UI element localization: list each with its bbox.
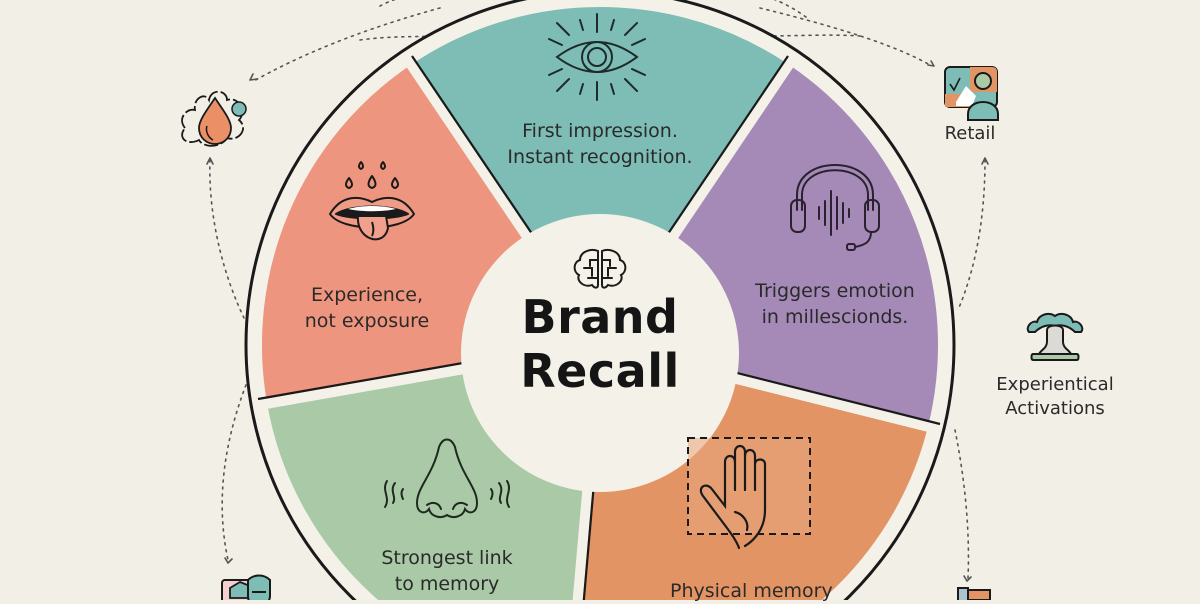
mouth-tongue-icon (329, 161, 415, 241)
center-title: Brand Recall (470, 290, 730, 398)
connector-top-left-outer (379, 0, 396, 7)
headphones-icon (790, 164, 880, 251)
droplets-icon (345, 161, 399, 189)
connector-right-lower (954, 429, 970, 579)
connector-top-left (251, 7, 441, 83)
card-shield-icon (221, 574, 271, 604)
segment-touch-label: Physical memory (670, 578, 833, 604)
arrowhead-left-upper (206, 157, 214, 165)
connector-top-right (759, 7, 931, 66)
connector-right-upper (957, 159, 986, 311)
nose-icon (384, 438, 510, 518)
smell-line2: to memory (394, 573, 500, 595)
connector-arcs (206, 0, 989, 582)
tool-icon (957, 587, 991, 603)
taste-line2: not exposure (304, 310, 430, 332)
brain-icon (573, 249, 627, 289)
hand-icon (687, 437, 811, 550)
sound-line1: Triggers emotion (755, 280, 915, 302)
center-title-line2: Recall (520, 344, 680, 398)
arrowhead-top-right (927, 60, 935, 67)
arrowhead-right-upper (981, 157, 989, 165)
arrowhead-right-lower (963, 575, 972, 582)
segment-taste-label: Experience, not exposure (282, 282, 452, 334)
segment-sight[interactable] (403, 0, 797, 350)
arrowhead-left-lower (224, 557, 233, 564)
segment-sight-label: First impression. Instant recognition. (480, 118, 720, 170)
sound-line2: in millescionds. (761, 306, 909, 328)
arrowhead-top-left (249, 73, 258, 81)
experiential-label: Experientical Activations (975, 373, 1135, 421)
connector-top-right-inner (759, 34, 861, 37)
eye-icon (548, 13, 646, 101)
center-circle (461, 214, 739, 492)
center-title-line1: Brand (521, 290, 679, 344)
segment-sound-label: Triggers emotion in millescionds. (735, 278, 935, 330)
experiential-label-text: Experientical Activations (996, 374, 1114, 419)
connector-top-right-outer (773, 0, 811, 21)
segment-smell-label: Strongest link to memory (362, 545, 532, 597)
bell-activation-icon (1026, 313, 1084, 361)
connector-left-lower (221, 384, 247, 561)
taste-line1: Experience, (311, 284, 423, 306)
smell-line1: Strongest link (381, 547, 513, 569)
sight-line1: First impression. (522, 120, 678, 142)
sight-line2: Instant recognition. (507, 146, 693, 168)
connector-left-upper (209, 159, 247, 323)
dashed-frame (687, 437, 811, 535)
droplet-icon (181, 90, 247, 147)
touch-line1: Physical memory (670, 580, 833, 602)
retail-label: Retail (944, 123, 996, 144)
retail-display-icon (944, 66, 999, 121)
